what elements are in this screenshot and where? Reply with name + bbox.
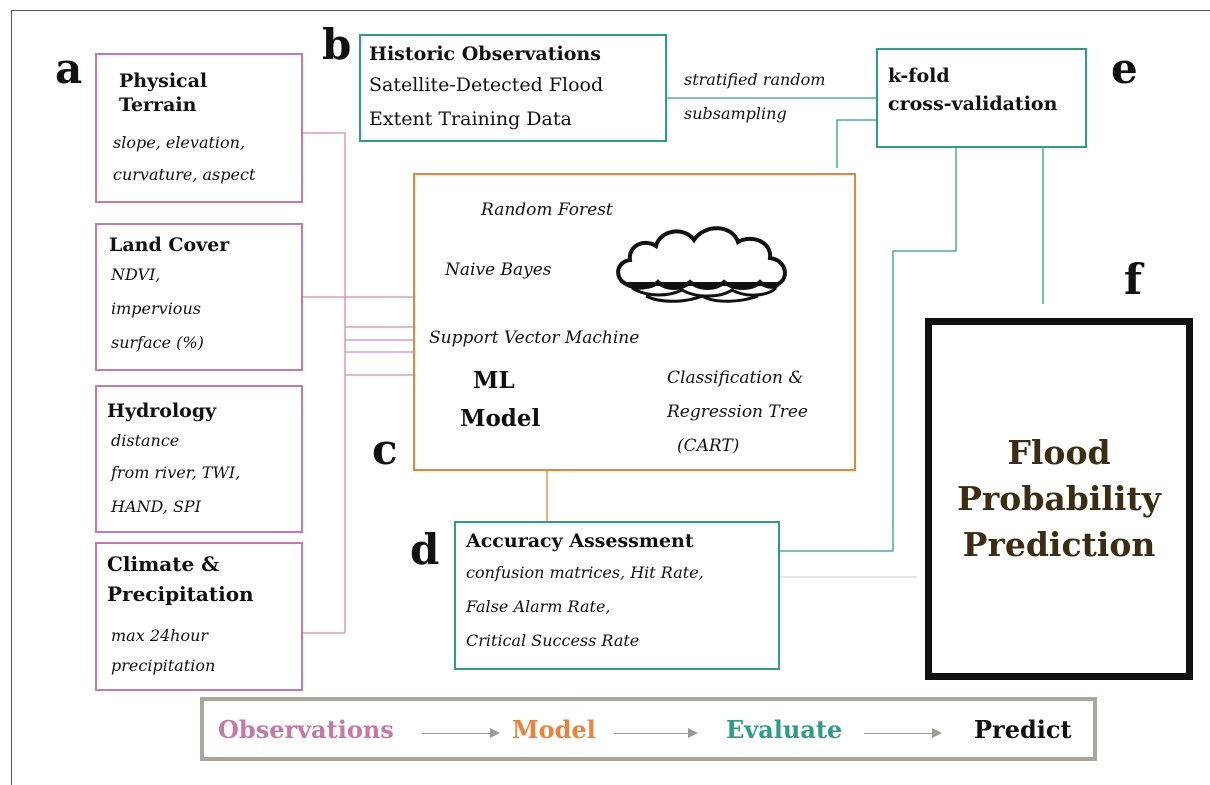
ml-label: ML xyxy=(473,367,515,394)
hydrology-title: Hydrology xyxy=(107,400,217,422)
land-cover-title: Land Cover xyxy=(109,234,230,256)
climate-box: Climate & Precipitation max 24hour preci… xyxy=(95,542,303,691)
historic-observations-title: Historic Observations xyxy=(369,43,601,65)
accuracy-assessment-box: Accuracy Assessment confusion matrices, … xyxy=(454,521,780,670)
physical-terrain-line-1: slope, elevation, xyxy=(113,133,246,152)
physical-terrain-title-1: Physical xyxy=(119,70,208,92)
accuracy-line-2: False Alarm Rate, xyxy=(466,597,611,616)
accuracy-line-3: Critical Success Rate xyxy=(466,631,640,650)
land-cover-box: Land Cover NDVI, impervious surface (%) xyxy=(95,223,303,371)
climate-title-1: Climate & xyxy=(107,552,220,576)
hydrology-line-3: HAND, SPI xyxy=(111,497,201,516)
hydrology-line-1: distance xyxy=(111,431,180,450)
climate-line-2: precipitation xyxy=(111,656,216,675)
land-cover-line-2: impervious xyxy=(111,299,201,318)
legend-arrow-2 xyxy=(614,728,698,738)
legend-predict: Predict xyxy=(974,715,1072,744)
panel-label-c: c xyxy=(372,425,398,474)
cross-validation-box: k-fold cross-validation xyxy=(876,48,1087,148)
hydrology-line-2: from river, TWI, xyxy=(111,463,241,482)
panel-label-b: b xyxy=(322,20,352,69)
accuracy-assessment-title: Accuracy Assessment xyxy=(466,530,694,552)
workflow-legend: Observations Model Evaluate Predict xyxy=(200,697,1097,761)
historic-observations-box: Historic Observations Satellite-Detected… xyxy=(359,34,667,142)
frame-top-edge xyxy=(11,10,1210,11)
panel-label-d: d xyxy=(410,525,440,574)
legend-arrow-3 xyxy=(864,728,942,738)
physical-terrain-box: Physical Terrain slope, elevation, curva… xyxy=(95,53,303,203)
physical-terrain-title-2: Terrain xyxy=(119,94,197,116)
hydrology-box: Hydrology distance from river, TWI, HAND… xyxy=(95,385,303,533)
ml-model-box: Random Forest Naive Bayes Support Vector… xyxy=(413,173,856,471)
svm-label: Support Vector Machine xyxy=(429,328,640,348)
historic-observations-line-1: Satellite-Detected Flood xyxy=(369,74,604,96)
cart-label-line-3: (CART) xyxy=(677,436,740,456)
cross-validation-line-2: cross-validation xyxy=(888,93,1058,115)
historic-observations-line-2: Extent Training Data xyxy=(369,108,572,130)
sampling-label-line-1: stratified random xyxy=(684,70,826,89)
legend-model: Model xyxy=(512,715,596,744)
flood-prediction-box: Flood Probability Prediction xyxy=(925,318,1193,680)
frame-left-edge xyxy=(11,10,12,785)
sampling-label-line-2: subsampling xyxy=(684,104,787,123)
model-label: Model xyxy=(460,405,541,432)
climate-line-1: max 24hour xyxy=(111,626,209,645)
prediction-line-3: Prediction xyxy=(962,525,1156,564)
panel-label-f: f xyxy=(1124,255,1143,304)
land-cover-line-1: NDVI, xyxy=(111,265,161,284)
panel-label-e: e xyxy=(1111,44,1138,93)
cart-label-line-1: Classification & xyxy=(667,368,804,388)
random-forest-label: Random Forest xyxy=(481,200,613,220)
legend-evaluate: Evaluate xyxy=(726,715,843,744)
naive-bayes-label: Naive Bayes xyxy=(445,260,552,280)
land-cover-line-3: surface (%) xyxy=(111,333,204,352)
climate-title-2: Precipitation xyxy=(107,582,254,606)
cloud-icon xyxy=(616,226,787,303)
accuracy-line-1: confusion matrices, Hit Rate, xyxy=(466,563,704,582)
prediction-line-1: Flood xyxy=(1007,433,1111,472)
legend-arrow-1 xyxy=(422,728,500,738)
cart-label-line-2: Regression Tree xyxy=(667,402,808,422)
physical-terrain-line-2: curvature, aspect xyxy=(113,165,256,184)
prediction-line-2: Probability xyxy=(957,479,1161,518)
cross-validation-line-1: k-fold xyxy=(888,65,950,87)
panel-label-a: a xyxy=(55,44,83,93)
legend-observations: Observations xyxy=(218,715,394,744)
